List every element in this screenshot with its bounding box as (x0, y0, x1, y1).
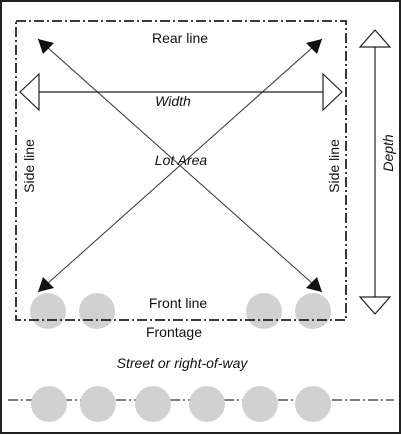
tree (31, 386, 67, 422)
tree (295, 293, 331, 329)
arrowhead-bottom-right (306, 277, 322, 292)
tree (242, 386, 278, 422)
width-arrowhead-left (19, 72, 40, 112)
lot-area-label: Lot Area (155, 152, 208, 168)
street-label: Street or right-of-way (117, 355, 249, 371)
width-arrow (19, 72, 343, 112)
depth-arrowhead-top (358, 29, 392, 48)
frontage-label: Frontage (146, 324, 202, 340)
side-line-left-label: Side line (21, 139, 37, 193)
diagonal-arrow-b (37, 38, 323, 293)
lot-area-diagonals (37, 38, 323, 293)
tree (80, 386, 116, 422)
tree (135, 386, 171, 422)
tree (30, 293, 66, 329)
side-line-right-label: Side line (326, 139, 342, 193)
width-label: Width (155, 93, 191, 109)
depth-label: Depth (380, 134, 396, 172)
tree (189, 386, 225, 422)
lot-boundary (15, 20, 347, 321)
tree (246, 293, 282, 329)
arrowhead-top-left (38, 39, 54, 54)
street-trees (31, 386, 331, 422)
depth-arrow (358, 29, 392, 315)
depth-arrowhead-bottom (358, 296, 392, 315)
arrowhead-bottom-left (38, 277, 54, 292)
tree (79, 293, 115, 329)
rear-line-label: Rear line (152, 30, 208, 46)
width-arrowhead-right (322, 72, 343, 112)
corner-arrowheads (38, 39, 322, 292)
front-line-label: Front line (149, 295, 208, 311)
tree (295, 386, 331, 422)
arrowhead-top-right (306, 39, 322, 54)
